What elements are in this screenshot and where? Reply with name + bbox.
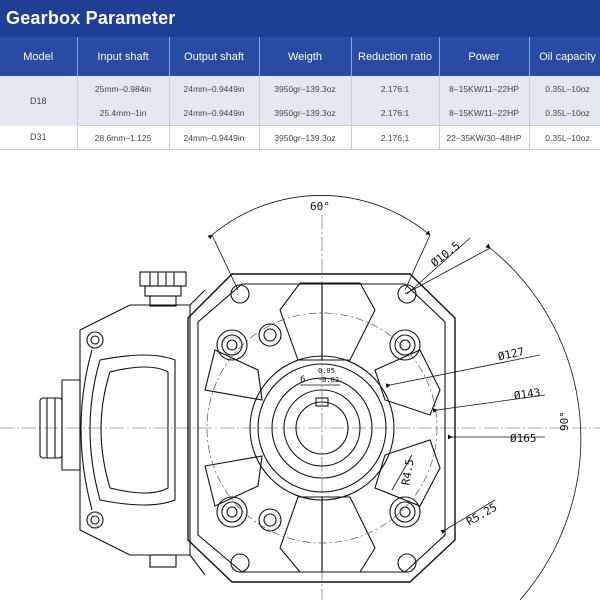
cell-power: 8–15KW/11–22HP xyxy=(439,101,530,126)
column-header: Model xyxy=(0,37,78,76)
center-bore xyxy=(206,312,438,544)
header-bar: Gearbox Parameter xyxy=(0,0,600,37)
center-lines xyxy=(0,215,600,600)
page-title: Gearbox Parameter xyxy=(6,8,176,28)
dim-d143: Ø143 xyxy=(513,386,541,403)
column-header: Oil capacity xyxy=(529,37,600,76)
cell-output: 24mm–0.9449in xyxy=(169,101,260,126)
dimension-lines xyxy=(207,195,582,600)
cell-input: 25.4mm–1in xyxy=(77,101,170,126)
column-header: Weigth xyxy=(259,37,352,76)
cell-weight: 3950gr–139.3oz xyxy=(259,101,352,126)
cell-ratio: 2.176:1 xyxy=(351,125,440,150)
cell-ratio: 2.176:1 xyxy=(351,101,440,126)
dim-d127: Ø127 xyxy=(497,345,526,363)
mount-bolts xyxy=(216,323,421,532)
cell-weight: 3950gr–139.3oz xyxy=(259,76,352,101)
column-header: Reduction ratio xyxy=(351,37,440,76)
cell-weight: 3950gr–139.3oz xyxy=(259,125,352,150)
dim-key-width: 6 xyxy=(300,375,305,385)
main-housing xyxy=(187,273,456,583)
dim-r45: R4.5 xyxy=(399,458,416,486)
side-housing xyxy=(39,271,206,576)
dim-tol-upper: 0.05 xyxy=(318,367,335,375)
dim-tol-lower: -0.02 xyxy=(318,376,339,384)
dim-d165: Ø165 xyxy=(510,432,537,445)
column-header: Output shaft xyxy=(169,37,260,76)
dim-hole-dia: Ø10.5 xyxy=(428,239,462,270)
cell-oil: 0.35L–10oz xyxy=(529,76,600,101)
cell-ratio: 2.176:1 xyxy=(351,76,440,101)
column-header: Power xyxy=(439,37,530,76)
column-header: Input shaft xyxy=(77,37,170,76)
cell-oil: 0.35L–10oz xyxy=(529,101,600,126)
cell-oil: 0.35L–10oz xyxy=(529,125,600,150)
cell-input: 28.6mm–1.125 xyxy=(77,125,170,150)
dimension-labels: 60° Ø10.5 Ø127 Ø143 Ø165 90° R4.5 R5.25 … xyxy=(300,200,571,528)
gearbox-technical-drawing: 60° Ø10.5 Ø127 Ø143 Ø165 90° R4.5 R5.25 … xyxy=(0,195,600,600)
table-row: D18 25mm–0.984in 24mm–0.9449in 3950gr–13… xyxy=(0,76,600,126)
cell-model: D18 xyxy=(0,76,78,126)
cell-output: 24mm–0.9449in xyxy=(169,76,260,101)
parameter-table: Model Input shaft Output shaft Weigth Re… xyxy=(0,37,600,150)
table-header-row: Model Input shaft Output shaft Weigth Re… xyxy=(0,37,600,76)
dim-r525: R5.25 xyxy=(464,501,499,529)
cell-model: D31 xyxy=(0,125,78,150)
dim-angle-right: 90° xyxy=(558,411,571,431)
table-row: 25.4mm–1in 24mm–0.9449in 3950gr–139.3oz … xyxy=(0,101,600,126)
cell-input: 25mm–0.984in xyxy=(77,76,170,101)
dim-angle-top: 60° xyxy=(310,200,330,213)
cell-power: 8–15KW/11–22HP xyxy=(439,76,530,101)
cell-power: 22–35KW/30–48HP xyxy=(439,125,530,150)
table-row: D31 28.6mm–1.125 24mm–0.9449in 3950gr–13… xyxy=(0,125,600,150)
cell-output: 24mm–0.9449in xyxy=(169,125,260,150)
